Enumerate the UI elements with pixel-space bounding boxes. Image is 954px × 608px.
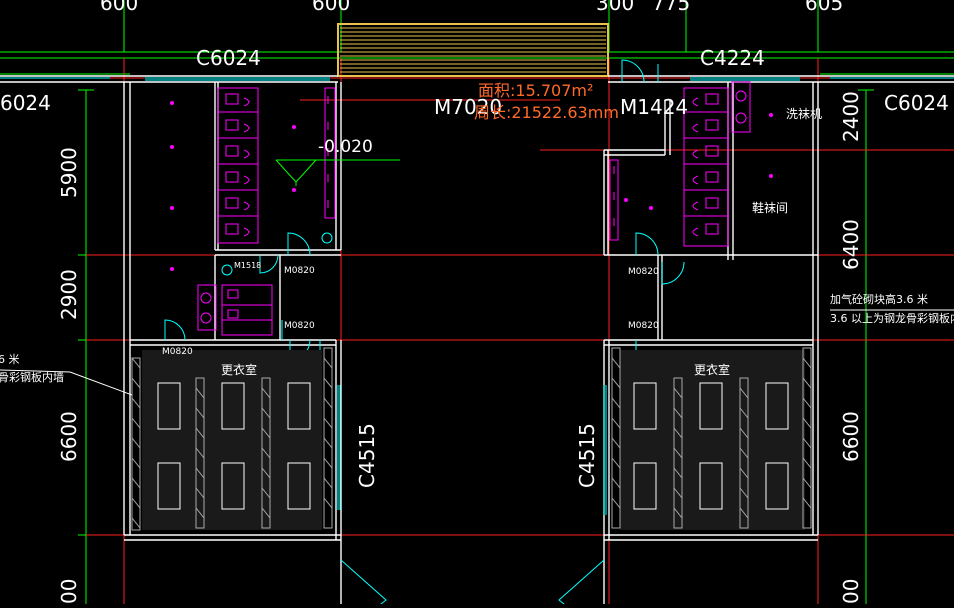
door-label-small-3: M0820 bbox=[284, 321, 315, 331]
note-right-line2: 3.6 以上为钢龙骨彩钢板内 bbox=[830, 311, 954, 325]
note-left-line2: 骨彩钢板内墙 bbox=[0, 370, 64, 384]
room-label-shoe-wash: 鞋袜间 bbox=[752, 200, 788, 215]
locker-room-left bbox=[131, 347, 333, 531]
door-label-main-left: M7020 bbox=[434, 95, 502, 119]
window-labels: C6024 C4224 C6024 C6024 C4515 C4515 bbox=[0, 46, 949, 488]
walls bbox=[0, 75, 954, 604]
door-label-small-2: M0820 bbox=[284, 266, 315, 276]
note-left-line1: 6 米 bbox=[0, 353, 20, 366]
side-windows bbox=[337, 385, 607, 515]
window-label-top-right: C4224 bbox=[700, 46, 765, 70]
door-label-main-right: M1424 bbox=[620, 95, 688, 119]
top-dim-1: 600 bbox=[100, 0, 138, 15]
note-leaders bbox=[0, 309, 954, 396]
door-labels: M7020 M1424 M1518 M0820 M0820 M0820 M082… bbox=[162, 95, 688, 357]
window-label-side-left: C4515 bbox=[355, 423, 379, 488]
small-toilets bbox=[197, 284, 273, 336]
right-dim-1: 2400 bbox=[839, 91, 863, 142]
notes: 6 米 骨彩钢板内墙 加气砼砌块高3.6 米 3.6 以上为钢龙骨彩钢板内 bbox=[0, 292, 954, 384]
right-dimension-texts: 2400 6400 6600 00 bbox=[839, 91, 863, 604]
room-label-laundry: 洗袜机 bbox=[786, 107, 822, 121]
measurement-area: 面积:15.707m² bbox=[478, 81, 593, 100]
room-label-locker-left: 更衣室 bbox=[221, 362, 257, 377]
door-label-small-4: M0820 bbox=[162, 347, 193, 357]
measurement-perimeter: 周长:21522.63mm bbox=[474, 103, 619, 122]
right-dim-4: 00 bbox=[839, 579, 863, 604]
toilet-stalls-right bbox=[609, 87, 729, 247]
top-dim-3: 300 bbox=[596, 0, 634, 15]
window-label-side-right: C4515 bbox=[575, 423, 599, 488]
left-dim-4: 00 bbox=[57, 579, 81, 604]
right-dim-2: 6400 bbox=[839, 219, 863, 270]
right-dim-3: 6600 bbox=[839, 411, 863, 462]
door-label-small-1: M1518 bbox=[234, 261, 261, 270]
wash-basins bbox=[731, 81, 751, 133]
floor-drains bbox=[170, 101, 773, 271]
door-label-small-6: M0820 bbox=[628, 321, 659, 331]
door-label-small-5: M0820 bbox=[628, 267, 659, 277]
window-label-top-left: C6024 bbox=[196, 46, 261, 70]
level-mark-text: -0.020 bbox=[318, 137, 373, 157]
top-dim-2: 600 bbox=[312, 0, 350, 15]
window-label-left-edge: C6024 bbox=[0, 91, 51, 115]
left-dimension-texts: 5900 2900 6600 00 bbox=[57, 147, 81, 604]
top-dimension-texts: 600 600 300 775 605 bbox=[100, 0, 843, 15]
room-labels: 更衣室 更衣室 鞋袜间 洗袜机 bbox=[221, 107, 822, 377]
level-marker: -0.020 bbox=[275, 137, 400, 186]
top-windows bbox=[0, 77, 954, 81]
top-dim-5: 605 bbox=[805, 0, 843, 15]
note-right-line1: 加气砼砌块高3.6 米 bbox=[830, 292, 928, 306]
toilet-stalls-left bbox=[217, 87, 336, 244]
entrance-canopy bbox=[337, 23, 609, 77]
left-dim-3: 6600 bbox=[57, 411, 81, 462]
left-dim-1: 5900 bbox=[57, 147, 81, 198]
top-dim-4: 775 bbox=[652, 0, 690, 15]
window-label-right-edge: C6024 bbox=[884, 91, 949, 115]
measurement-readout: 面积:15.707m² 周长:21522.63mm bbox=[474, 81, 619, 122]
left-dim-2: 2900 bbox=[57, 269, 81, 320]
room-label-locker-right: 更衣室 bbox=[694, 362, 730, 377]
locker-room-right bbox=[611, 347, 812, 530]
